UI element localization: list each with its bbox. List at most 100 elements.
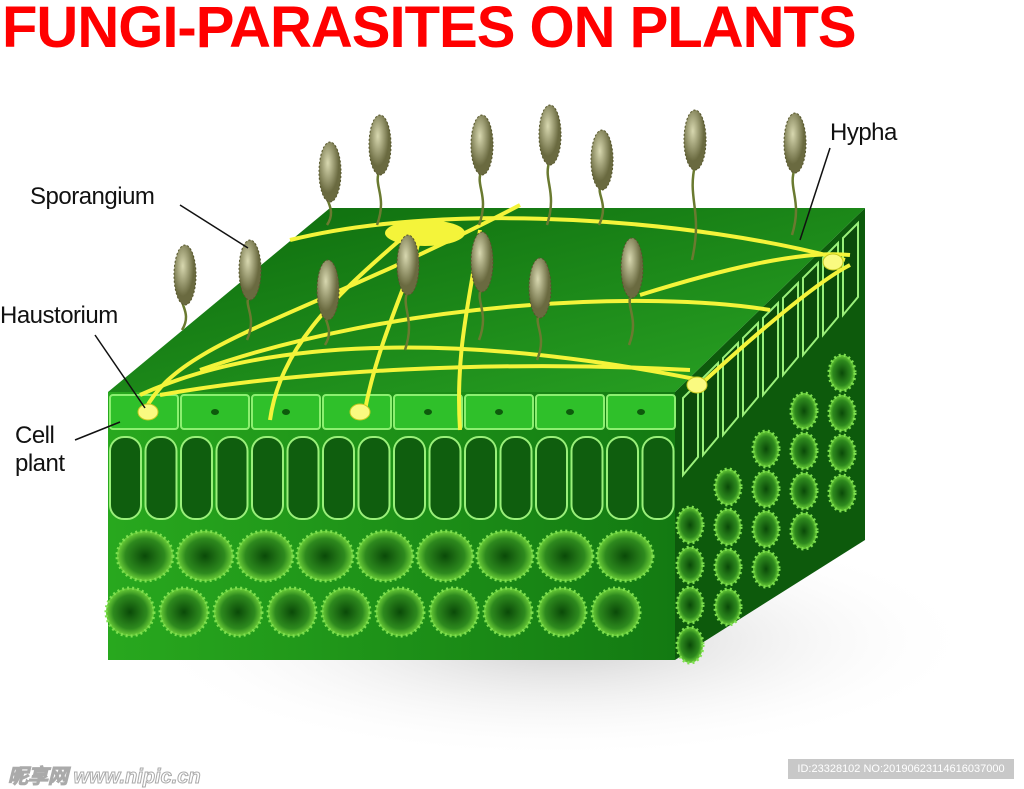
label-hypha: Hypha [830,119,897,146]
spongy-cell [295,529,355,583]
palisade-cell [641,436,675,520]
side-spongy-cell [827,353,857,393]
palisade-cell [180,436,213,520]
palisade-cell [144,436,178,520]
sporangium [470,114,494,176]
hypha [159,364,691,397]
haustorium [349,403,371,421]
spongy-cell [266,586,318,638]
plant-cells [104,220,859,665]
label-haustorium: Haustorium [0,302,118,329]
sporangium [396,234,420,296]
side-spongy-cell [713,547,743,587]
side-spongy-cell [827,433,857,473]
cell-nucleus [495,409,503,415]
side-spongy-cell [675,585,705,625]
spongy-cell [536,586,588,638]
side-spongy-cell [789,471,819,511]
palisade-cell [535,436,568,520]
sporangium [590,129,614,191]
side-spongy-cell [713,467,743,507]
side-spongy-cell [751,509,781,549]
palisade-cell [606,436,639,520]
mycelium-cluster [385,220,465,246]
side-spongy-cell [713,587,743,627]
spongy-cell [595,529,655,583]
palisade-cell [215,436,249,520]
side-spongy-cell [827,473,857,513]
hypha [268,238,402,421]
side-spongy-cell [713,507,743,547]
side-spongy-cell [751,469,781,509]
side-spongy-cell [789,431,819,471]
spongy-cell [104,586,156,638]
palisade-cell [322,436,355,520]
side-palisade-cell [802,260,819,358]
watermark-logo: 昵享网 www.nipic.cn [8,766,202,789]
haustorium [686,376,708,394]
sporangiophore-stalk [545,159,553,226]
side-spongy-cell [751,429,781,469]
hypha [289,216,846,262]
spongy-cell [374,586,426,638]
sporangiophore-stalk [690,164,698,261]
palisade-cell [109,436,142,520]
palisade-cell [251,436,284,520]
sporangium [318,141,342,203]
label-cell: Cell [15,422,55,449]
hypha [139,345,701,397]
palisade-cell [570,436,604,520]
sporangium [316,259,340,321]
side-palisade-cell [782,280,799,378]
spongy-cell [482,586,534,638]
haustorium [822,253,844,271]
sporangium [783,112,807,174]
sporangium [538,104,562,166]
palisade-cell [357,436,391,520]
side-spongy-cell [827,393,857,433]
spongy-cell [355,529,415,583]
side-spongy-cell [675,545,705,585]
cell-nucleus [424,409,432,415]
spongy-cell [535,529,595,583]
spongy-cell [590,586,642,638]
page-title: FUNGI-PARASITES ON PLANTS [2,0,857,60]
palisade-cell [428,436,462,520]
label-sporangium: Sporangium [30,183,155,210]
image-id-badge: ID:23328102 NO:20190623114616037000 [788,759,1014,779]
haustorium [137,403,159,421]
spongy-cell [115,529,175,583]
hypha [199,298,771,372]
sporangium [470,231,494,293]
spongy-cell [320,586,372,638]
spongy-cell [175,529,235,583]
side-palisade-cell [722,340,739,438]
sporangium [173,244,197,306]
palisade-cell [286,436,320,520]
palisade-cell [499,436,533,520]
spongy-cell [415,529,475,583]
spongy-cell [475,529,535,583]
sporangium [528,257,552,319]
spongy-cell [428,586,480,638]
cell-nucleus [637,409,645,415]
spongy-cell [158,586,210,638]
spongy-cell [212,586,264,638]
sporangium [620,237,644,299]
sporangium [238,239,262,301]
sporangium [683,109,707,171]
side-palisade-cell [842,220,859,318]
side-palisade-cell [742,320,759,418]
hypha [698,263,851,387]
cell-nucleus [566,409,574,415]
hyphae-network [137,203,851,431]
side-palisade-cell [682,380,699,478]
sporangiophore-stalk [790,167,798,236]
palisade-cell [464,436,497,520]
side-spongy-cell [789,391,819,431]
cell-nucleus [211,409,219,415]
side-spongy-cell [789,511,819,551]
cell-nucleus [282,409,290,415]
